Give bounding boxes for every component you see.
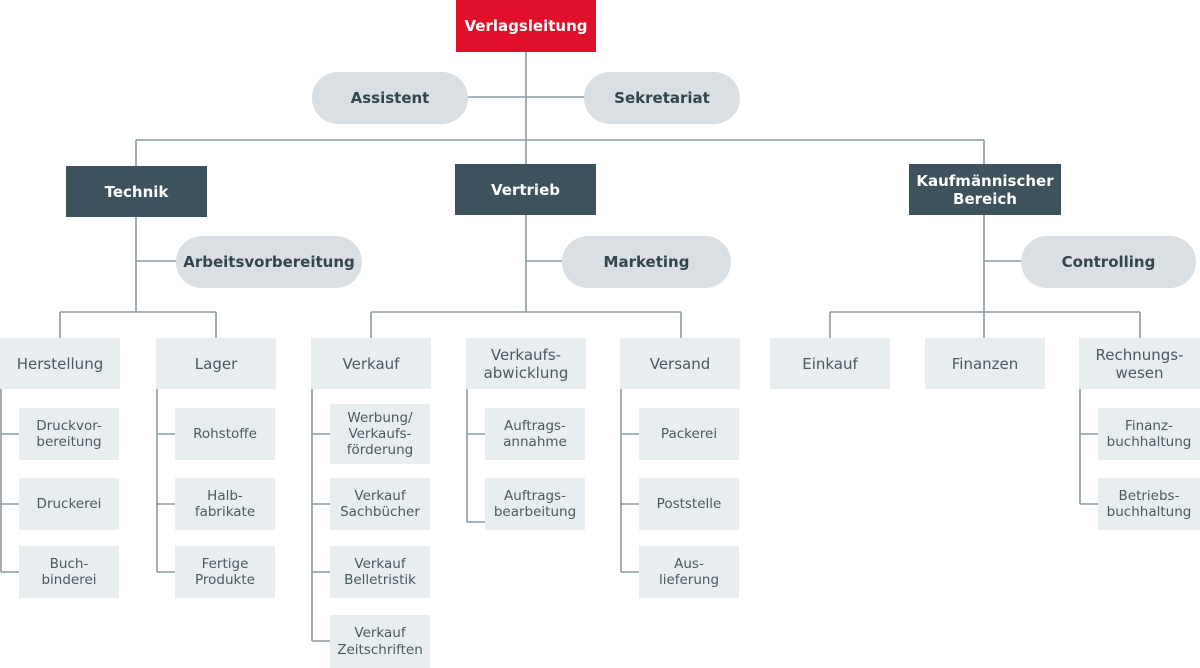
sub-item-label: Rohstoffe <box>193 425 257 442</box>
marketing-label: Marketing <box>603 253 690 271</box>
arbeitsvorbereitung-label: Arbeitsvorbereitung <box>183 253 355 271</box>
sub-item-label: Betriebs- buchhaltung <box>1106 487 1192 520</box>
herstellung-sub-item: Druckerei <box>19 478 119 530</box>
verkauf-sub-item: Verkauf Belletristik <box>330 546 430 598</box>
sub-item-label: Fertige Produkte <box>195 555 255 588</box>
sub-item-label: Packerei <box>660 425 718 442</box>
verkaufsabwicklung-sub-item: Auftrags- annahme <box>485 408 585 460</box>
sub-item-label: Druckvor- bereitung <box>36 417 102 450</box>
assistent-pill: Assistent <box>312 72 468 124</box>
sub-item-label: Verkauf Zeitschriften <box>337 625 423 658</box>
versand-sub-item: Aus- lieferung <box>639 546 739 598</box>
lager-sub-item: Fertige Produkte <box>175 546 275 598</box>
lager-label: Lager <box>194 354 238 373</box>
sub-item-label: Druckerei <box>36 495 102 512</box>
sub-item-label: Poststelle <box>656 495 722 512</box>
technik-label: Technik <box>104 182 169 201</box>
vertrieb-box: Vertrieb <box>455 164 596 215</box>
sub-item-label: Aus- lieferung <box>658 555 720 588</box>
herstellung-sub-item: Druckvor- bereitung <box>19 408 119 460</box>
einkauf-label: Einkauf <box>802 354 858 373</box>
sub-item-label: Verkauf Sachbücher <box>340 487 420 520</box>
sekretariat-label: Sekretariat <box>614 89 710 107</box>
controlling-label: Controlling <box>1061 253 1156 271</box>
sekretariat-pill: Sekretariat <box>584 72 740 124</box>
rechnungswesen-label: Rechnungs- wesen <box>1095 345 1184 382</box>
vertrieb-label: Vertrieb <box>491 180 560 199</box>
sub-item-label: Auftrags- annahme <box>503 417 567 450</box>
verkauf-label: Verkauf <box>342 354 400 373</box>
rechnungswesen-sub-item: Finanz- buchhaltung <box>1098 408 1200 460</box>
verkaufsabwicklung-label: Verkaufs- abwicklung <box>483 345 569 382</box>
sub-item-label: Verkauf Belletristik <box>344 555 416 588</box>
lager-box: Lager <box>156 338 276 389</box>
marketing-pill: Marketing <box>562 236 731 288</box>
sub-item-label: Finanz- buchhaltung <box>1106 417 1192 450</box>
sub-item-label: Auftrags- bearbeitung <box>493 487 577 520</box>
kaufmaennischer-bereich-box: Kaufmännischer Bereich <box>909 164 1061 215</box>
versand-sub-item: Packerei <box>639 408 739 460</box>
finanzen-label: Finanzen <box>951 354 1019 373</box>
kaufmaennischer-bereich-label: Kaufmännischer Bereich <box>916 171 1054 208</box>
lager-sub-item: Rohstoffe <box>175 408 275 460</box>
finanzen-box: Finanzen <box>925 338 1045 389</box>
verkauf-sub-item: Werbung/ Verkaufs- förderung <box>330 404 430 464</box>
herstellung-box: Herstellung <box>0 338 120 389</box>
verkaufsabwicklung-box: Verkaufs- abwicklung <box>466 338 586 389</box>
technik-box: Technik <box>66 166 207 217</box>
sub-item-label: Buch- binderei <box>41 555 97 588</box>
arbeitsvorbereitung-pill: Arbeitsvorbereitung <box>176 236 362 288</box>
versand-label: Versand <box>649 354 711 373</box>
verkauf-box: Verkauf <box>311 338 431 389</box>
versand-sub-item: Poststelle <box>639 478 739 530</box>
sub-item-label: Werbung/ Verkaufs- förderung <box>346 409 414 459</box>
rechnungswesen-box: Rechnungs- wesen <box>1079 338 1200 389</box>
sub-item-label: Halb- fabrikate <box>194 487 256 520</box>
versand-box: Versand <box>620 338 740 389</box>
verlagsleitung-label: Verlagsleitung <box>464 17 588 35</box>
verkauf-sub-item: Verkauf Sachbücher <box>330 478 430 530</box>
verlagsleitung-box: Verlagsleitung <box>456 0 596 52</box>
herstellung-sub-item: Buch- binderei <box>19 546 119 598</box>
verkauf-sub-item: Verkauf Zeitschriften <box>330 615 430 668</box>
lager-sub-item: Halb- fabrikate <box>175 478 275 530</box>
assistent-label: Assistent <box>350 89 430 107</box>
controlling-pill: Controlling <box>1021 236 1196 288</box>
einkauf-box: Einkauf <box>770 338 890 389</box>
herstellung-label: Herstellung <box>16 354 104 373</box>
rechnungswesen-sub-item: Betriebs- buchhaltung <box>1098 478 1200 530</box>
verkaufsabwicklung-sub-item: Auftrags- bearbeitung <box>485 478 585 530</box>
